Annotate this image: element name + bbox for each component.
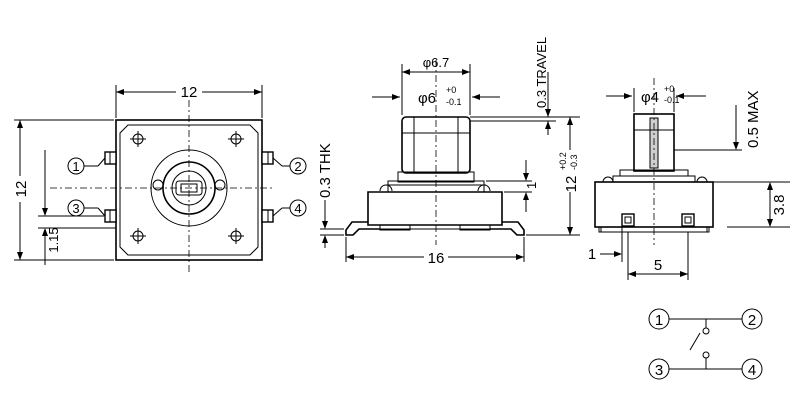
- stem-tol-upper: +0: [446, 85, 456, 95]
- side-pin-left: [621, 213, 635, 227]
- side-stem-tol-upper: +0: [664, 84, 674, 94]
- stem-tol-lower: -0.1: [446, 97, 462, 107]
- stem-dia-dim: φ6: [418, 90, 436, 107]
- cap-width-dim: φ6.7: [423, 55, 450, 70]
- body-inner: [119, 124, 259, 256]
- top-pin-3: 3: [72, 201, 79, 216]
- pin-pitch-dim: 5: [654, 257, 662, 274]
- schematic-pin-4: 4: [748, 362, 756, 379]
- pin-offset-dim: 1: [588, 246, 596, 263]
- side-stem-tol-lower: -0.1: [664, 95, 680, 105]
- top-pin-4: 4: [294, 201, 301, 216]
- front-height-tol-lower: -0.3: [569, 154, 579, 170]
- schematic-pin-3: 3: [655, 362, 663, 379]
- front-view: φ6.7 φ6 +0 -0.1 0.3 TRAVEL 0.3 THK 12 +0…: [317, 37, 580, 267]
- right-terminal-tab: [490, 221, 525, 236]
- side-stem-dia-dim: φ4: [641, 89, 659, 106]
- front-height-dim: 12: [563, 176, 580, 193]
- side-pin-right: [681, 213, 695, 227]
- top-pin-1: 1: [72, 159, 79, 174]
- corner-boss: [130, 131, 244, 244]
- front-width-dim: 16: [428, 250, 445, 267]
- schematic-pin-2: 2: [748, 312, 756, 329]
- top-width-dim: 12: [181, 84, 198, 101]
- schematic-pin-1: 1: [655, 312, 663, 329]
- left-terminal-tab: [345, 221, 380, 236]
- switch-contact: [689, 332, 701, 351]
- top-height-dim: 12: [13, 181, 30, 198]
- top-view: 12 12 1.15 1 2 3 4: [10, 82, 307, 272]
- top-pin-2: 2: [294, 159, 301, 174]
- top-offset-dim: 1.15: [46, 227, 61, 252]
- front-height-tol-upper: +0.2: [558, 152, 568, 170]
- side-height-dim: 3.8: [771, 195, 788, 216]
- base-body: [367, 191, 503, 226]
- max-dim: 0.5 MAX: [745, 90, 762, 148]
- side-view: φ4 +0 -0.1 0.5 MAX 3.8 1 5: [588, 78, 790, 280]
- travel-dim: 0.3 TRAVEL: [534, 37, 549, 108]
- switch-schematic: 1 2 3 4: [648, 308, 763, 380]
- step-dim: 1: [524, 182, 539, 189]
- thk-dim: 0.3 THK: [317, 143, 334, 198]
